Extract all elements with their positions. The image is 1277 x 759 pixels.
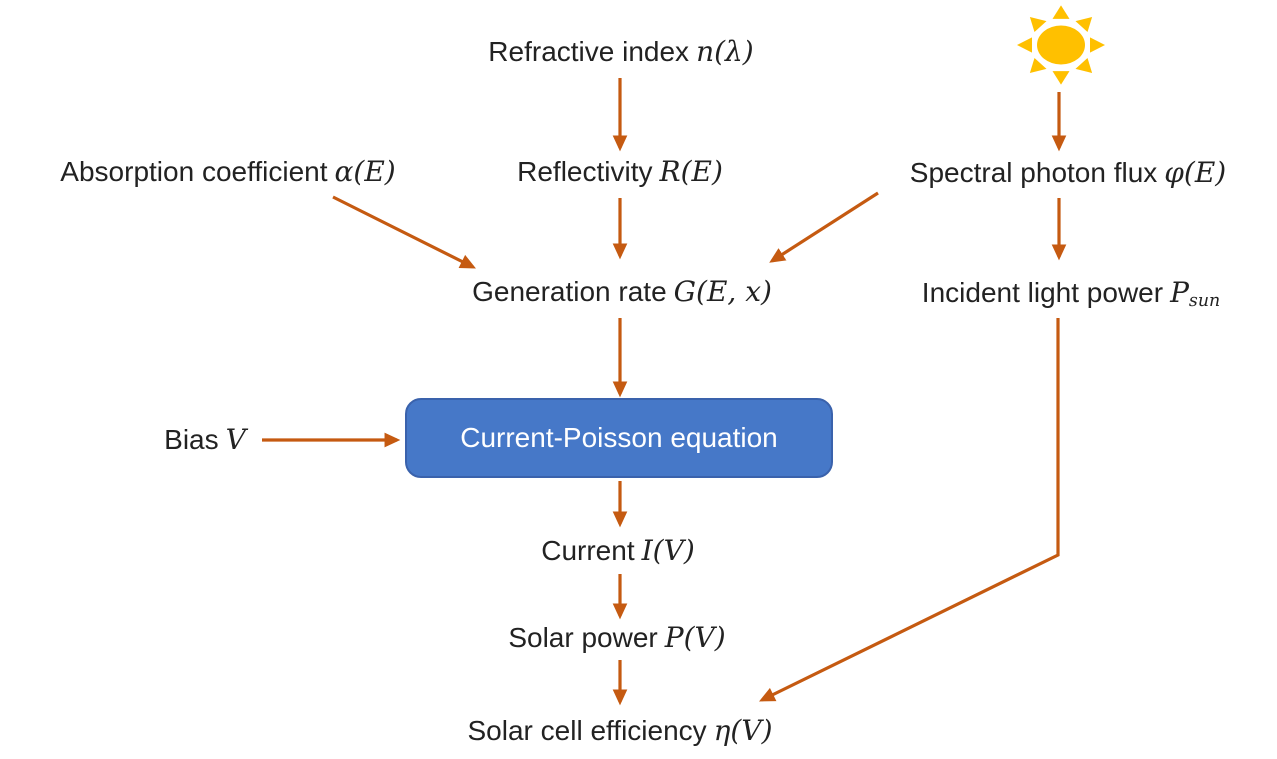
reflectivity-label: Reflectivity [517,155,653,187]
incident-light-power-math-subscript: sun [1188,291,1221,312]
current-poisson-equation-label: Current-Poisson equation [460,422,778,453]
sun-body [1037,25,1085,65]
absorption-coefficient-label: Absorption coefficient [60,155,328,187]
solar-power-label: Solar power [508,621,658,653]
bias-math: V [225,422,246,456]
bias-label: Bias [164,423,219,455]
solar-cell-efficiency-math: η(V) [713,713,773,747]
solar-power-math: P(V) [664,620,726,654]
refractive-index-label: Refractive index [488,35,690,67]
edge-absorption-coefficient-to-generation-rate [332,195,476,269]
current-label: Current [541,534,635,566]
absorption-coefficient-math: α(E) [334,154,396,188]
sun-rays [1017,5,1105,85]
spectral-photon-flux-label: Spectral photon flux [909,156,1158,188]
spectral-photon-flux-math: φ(E) [1164,155,1227,189]
current-poisson-equation-box: Current-Poisson equation [405,398,833,478]
solar-cell-efficiency-label: Solar cell efficiency [467,714,707,746]
reflectivity-math: R(E) [659,154,723,188]
incident-light-power-math: Psun [1170,275,1221,312]
sun-icon [1011,1,1111,89]
incident-light-power-label: Incident light power [921,276,1164,308]
generation-rate-label: Generation rate [472,275,667,307]
edge-incident-light-power-to-efficiency [759,318,1060,702]
edge-spectral-photon-flux-to-generation-rate [769,191,879,263]
current-math: I(V) [641,533,695,567]
generation-rate-math: G(E, x) [673,274,772,308]
refractive-index-math: n(λ) [696,34,754,68]
